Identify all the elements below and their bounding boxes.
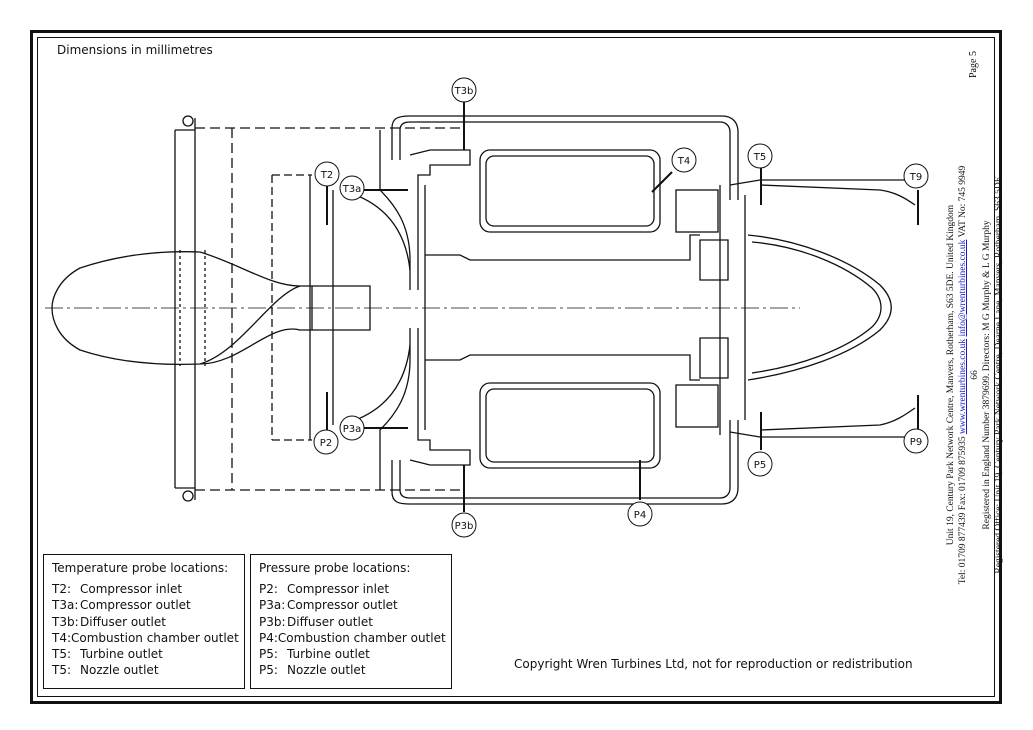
company-address-block: Unit 19, Century Park Network Centre, Ma…: [945, 160, 1005, 590]
legend-row: P4:Combustion chamber outlet: [259, 630, 446, 646]
exhaust-cone: [747, 234, 892, 381]
turbine-nozzle-upper: [675, 189, 719, 233]
legend-row: T5: Turbine outlet: [52, 646, 236, 662]
tag-p2: P2: [320, 438, 332, 449]
exhaust-nozzle-upper: [759, 184, 916, 206]
compressor-housing: [271, 174, 312, 441]
tag-t5: T5: [753, 152, 766, 163]
probe-tag-p4: [627, 501, 653, 527]
probe-tag-p5: [747, 451, 773, 477]
diffuser-upper: [379, 130, 411, 290]
legend-label: Turbine outlet: [80, 647, 163, 662]
combustor-casing-upper: [399, 121, 731, 200]
tag-p3b: P3b: [455, 521, 474, 532]
front-flange: [174, 115, 196, 502]
legend-code: T5:: [52, 663, 72, 678]
combustion-chamber-lower: [479, 382, 661, 469]
legend-row: P5: Turbine outlet: [259, 646, 443, 662]
tag-t3b: T3b: [454, 86, 474, 97]
probe-tag-t9: [903, 163, 929, 189]
inner-border: [37, 37, 995, 697]
legend-label: Combustion chamber outlet: [277, 630, 446, 645]
pressure-legend-header: Pressure probe locations:: [259, 561, 411, 575]
probe-lines: [326, 102, 919, 512]
tag-t2: T2: [320, 170, 333, 181]
inlet-nose: [51, 251, 313, 366]
probe-tag-t2: [314, 161, 340, 187]
email-link[interactable]: info@wrenturbines.co.uk: [958, 239, 968, 337]
tag-p9: P9: [910, 437, 922, 448]
address-line-2: Tel: 01709 877439 Fax: 01709 875935 www.…: [957, 160, 981, 590]
turbine-nozzle-lower: [675, 384, 719, 428]
legend-code: T4:: [52, 630, 72, 645]
legend-code: P3a:: [259, 598, 286, 613]
probe-tag-t5: [747, 143, 773, 169]
legend-label: Diffuser outlet: [80, 614, 166, 629]
legend-row: T2: Compressor inlet: [52, 581, 236, 597]
legend-code: P5:: [259, 647, 278, 662]
legend-label: Compressor outlet: [287, 598, 398, 613]
combustion-chamber-upper: [479, 149, 661, 233]
tag-p4: P4: [634, 510, 646, 521]
legend-label: Compressor outlet: [80, 598, 191, 613]
pressure-legend: Pressure probe locations: P2: Compressor …: [250, 554, 452, 689]
legend-row: P3a:Compressor outlet: [259, 597, 443, 613]
address-line-4: Registered Office: Unit 19, Century Park…: [994, 176, 1004, 574]
outer-casing: [195, 127, 465, 491]
legend-row: T5: Nozzle outlet: [52, 662, 236, 678]
legend-row: T3a:Compressor outlet: [52, 597, 236, 613]
legend-code: T5:: [52, 647, 72, 662]
temperature-legend-header: Temperature probe locations:: [52, 561, 229, 575]
probe-tag-p9: [903, 428, 929, 454]
legend-label: Turbine outlet: [287, 647, 370, 662]
page-title: Dimensions in millimetres: [57, 43, 213, 57]
diffuser-lower: [379, 328, 411, 490]
outer-border: [30, 30, 1002, 704]
legend-code: T3b:: [52, 614, 79, 629]
legend-code: P2:: [259, 582, 278, 596]
probe-tag-t3b: [451, 77, 477, 103]
tag-t9: T9: [909, 172, 922, 183]
legend-code: P4:: [259, 630, 278, 645]
legend-row: P3b:Diffuser outlet: [259, 614, 443, 630]
legend-code: P5:: [259, 663, 278, 678]
address-line-1: Unit 19, Century Park Network Centre, Ma…: [946, 204, 956, 546]
legend-label: Nozzle outlet: [80, 663, 159, 678]
tag-t3a: T3a: [342, 184, 362, 195]
probe-tag-t3a: [339, 175, 365, 201]
probe-tag-t4: [671, 147, 697, 173]
tag-p3a: P3a: [343, 424, 362, 435]
legend-label: Nozzle outlet: [287, 663, 366, 678]
legend-label: Combustion chamber outlet: [71, 630, 239, 645]
legend-row: P2: Compressor inlet: [259, 581, 443, 597]
legend-code: P3b:: [259, 614, 286, 629]
legend-label: Diffuser outlet: [287, 614, 373, 629]
probe-tag-p2: [313, 429, 339, 455]
legend-row: T3b:Diffuser outlet: [52, 614, 236, 630]
legend-row: T4:Combustion chamber outlet: [52, 630, 239, 646]
legend-label: Compressor inlet: [287, 582, 390, 596]
tag-t4: T4: [677, 156, 690, 167]
combustor-casing-lower: [399, 420, 731, 499]
temperature-legend: Temperature probe locations: T2: Compress…: [43, 554, 245, 689]
contact-phone: Tel: 01709 877439 Fax: 01709 875935: [958, 434, 968, 585]
legend-label: Compressor inlet: [80, 582, 183, 596]
website-link[interactable]: www.wrenturbines.co.uk: [958, 338, 968, 435]
probe-tag-p3a: [339, 415, 365, 441]
exhaust-nozzle-lower: [759, 407, 916, 431]
tag-p5: P5: [754, 460, 766, 471]
probe-tag-p3b: [451, 512, 477, 538]
legend-code: T3a:: [52, 598, 79, 613]
legend-code: T2:: [52, 582, 72, 596]
copyright-notice: Copyright Wren Turbines Ltd, not for rep…: [514, 657, 913, 671]
address-line-3: Registered in England Number 3879699. Di…: [982, 220, 992, 530]
legend-row: P5: Nozzle outlet: [259, 662, 443, 678]
